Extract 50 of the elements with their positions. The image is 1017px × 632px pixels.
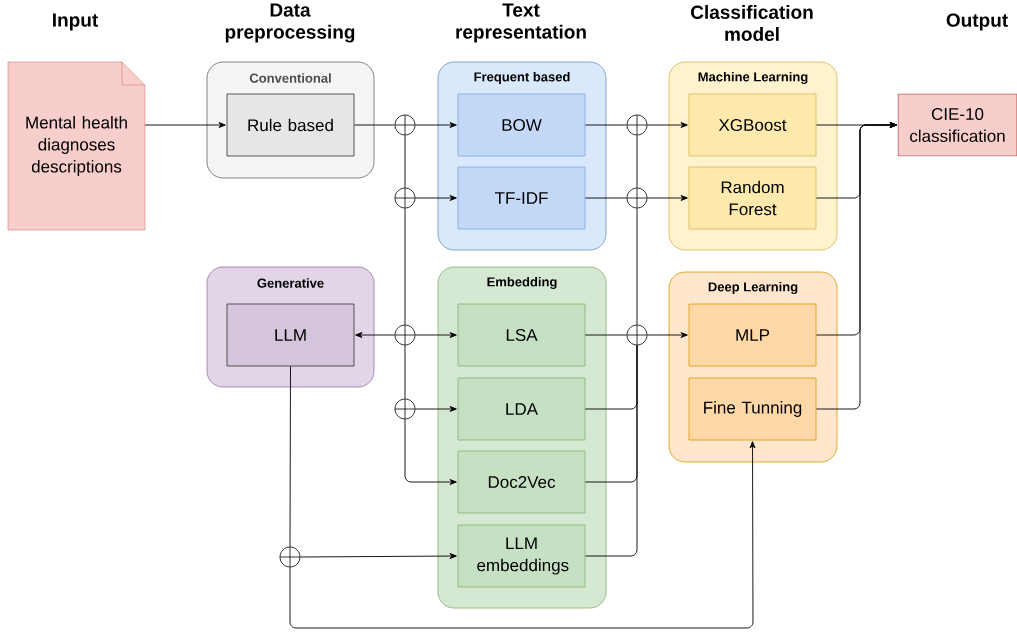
arrow <box>299 553 457 559</box>
process-box: XGBoost <box>688 93 817 157</box>
process-box: LSA <box>457 303 586 367</box>
connector-line <box>584 124 628 126</box>
arrow <box>289 441 756 629</box>
arrow <box>414 406 457 412</box>
arrow <box>646 332 688 338</box>
arrow <box>414 195 457 201</box>
process-box: LLM embeddings <box>457 524 586 588</box>
connector-line <box>404 134 406 189</box>
junction-circle <box>394 114 416 136</box>
arrow <box>144 122 226 128</box>
connector-line <box>584 334 628 336</box>
connector-line <box>584 344 638 557</box>
junction-circle <box>626 114 648 136</box>
column-heading: Classification model <box>691 5 813 41</box>
arrow <box>646 195 688 201</box>
process-box: Rule based <box>226 93 355 157</box>
connector-line <box>404 207 406 326</box>
process-box: Doc2Vec <box>457 450 586 514</box>
arrow <box>414 332 457 338</box>
process-box: Fine Tunning <box>688 377 817 441</box>
process-box: LLM <box>226 303 355 367</box>
arrow <box>414 122 457 128</box>
junction-circle <box>626 324 648 346</box>
process-box: Random Forest <box>688 166 817 230</box>
connector-line <box>584 197 628 199</box>
arrow <box>404 418 457 485</box>
process-box: CIE-10 classification <box>897 93 1017 157</box>
arrow <box>815 122 897 410</box>
column-heading: Output <box>946 13 1008 31</box>
process-box: LDA <box>457 377 586 441</box>
junction-circle <box>394 324 416 346</box>
connector-line <box>636 134 638 189</box>
process-box: BOW <box>457 93 586 157</box>
process-box: MLP <box>688 303 817 367</box>
column-heading: Data preprocessing <box>225 3 355 43</box>
junction-circle <box>279 546 301 568</box>
connector-line <box>353 124 396 126</box>
arrow <box>646 122 688 128</box>
process-box: TF-IDF <box>457 166 586 230</box>
junction-circle <box>394 187 416 209</box>
connector-line <box>289 365 291 548</box>
connector-line <box>404 344 406 400</box>
column-heading: Input <box>53 13 98 31</box>
junction-circle <box>626 187 648 209</box>
arrow <box>355 332 396 338</box>
column-heading: Text representation <box>456 3 586 43</box>
junction-circle <box>394 398 416 420</box>
connector-line <box>636 207 638 326</box>
